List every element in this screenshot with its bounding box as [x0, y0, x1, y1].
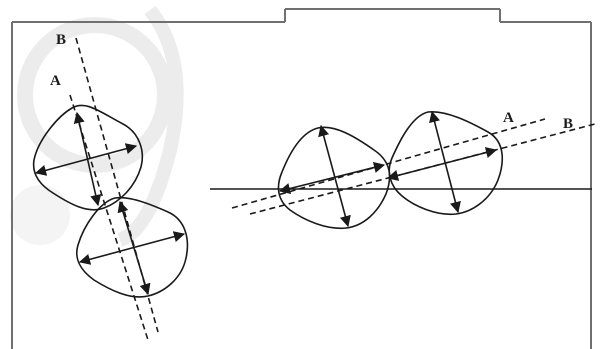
right-label-A: A: [503, 110, 514, 126]
right-label-B: B: [563, 116, 573, 132]
right-particle-pair: [210, 112, 595, 228]
frame-border: [12, 9, 591, 349]
left-label-B: B: [56, 32, 66, 48]
left-label-A: A: [50, 73, 61, 89]
